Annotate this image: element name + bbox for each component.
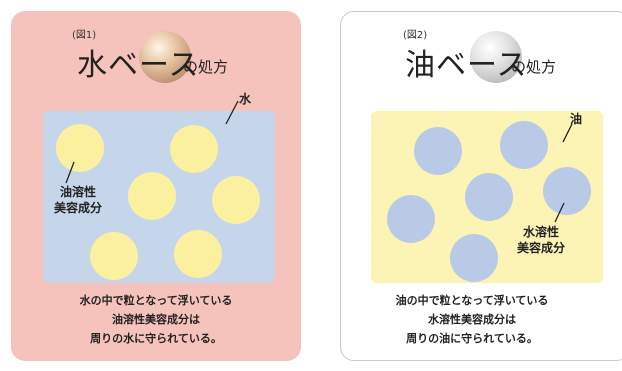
oil-base-caption: 油の中で粒となって浮いている 水溶性美容成分は 周りの油に守られている。 bbox=[352, 291, 592, 348]
water-particle bbox=[414, 127, 462, 175]
water-particle bbox=[450, 234, 498, 282]
oil-base-title: 油ベース bbox=[405, 48, 528, 83]
oil-base-title-suffix: の処方 bbox=[511, 58, 557, 76]
water-particle bbox=[465, 173, 513, 221]
fig1-label: (図1) bbox=[72, 30, 97, 41]
oil-medium-label: 油 bbox=[570, 112, 583, 126]
water-base-caption: 水の中で粒となって浮いている 油溶性美容成分は 周りの水に守られている。 bbox=[36, 291, 276, 348]
fig2-label: (図2) bbox=[403, 30, 428, 41]
water-soluble-ingredient-label-line1: 水溶性 bbox=[523, 225, 560, 239]
oil-particle bbox=[170, 125, 218, 173]
water-base-caption-line3: 周りの水に守られている。 bbox=[90, 332, 222, 345]
oil-particle bbox=[212, 176, 260, 224]
oil-base-caption-line3: 周りの油に守られている。 bbox=[406, 332, 538, 345]
water-soluble-ingredient-label-line2: 美容成分 bbox=[517, 241, 566, 255]
water-particle bbox=[543, 167, 591, 215]
water-base-caption-line2: 油溶性美容成分は bbox=[112, 313, 200, 326]
oil-base-caption-line2: 水溶性美容成分は bbox=[428, 313, 516, 326]
oil-particle bbox=[90, 232, 138, 280]
oil-particle bbox=[174, 230, 222, 278]
oil-soluble-ingredient-label-line1: 油溶性 bbox=[60, 185, 97, 199]
water-base-title: 水ベース bbox=[77, 48, 200, 83]
water-base-title-suffix: の処方 bbox=[183, 58, 229, 76]
oil-base-caption-line1: 油の中で粒となって浮いている bbox=[395, 294, 549, 307]
water-particle bbox=[387, 195, 435, 243]
oil-particle bbox=[56, 124, 104, 172]
oil-soluble-ingredient-label: 油溶性 美容成分 bbox=[54, 184, 102, 216]
emulsion-sphere-icon bbox=[139, 31, 191, 83]
water-particle bbox=[500, 121, 548, 169]
water-base-caption-line1: 水の中で粒となって浮いている bbox=[79, 294, 233, 307]
water-soluble-ingredient-label: 水溶性 美容成分 bbox=[517, 224, 565, 256]
water-medium-label: 水 bbox=[239, 92, 252, 106]
oil-particle bbox=[128, 172, 176, 220]
oil-soluble-ingredient-label-line2: 美容成分 bbox=[54, 201, 103, 215]
emulsion-sphere-icon bbox=[470, 31, 522, 83]
